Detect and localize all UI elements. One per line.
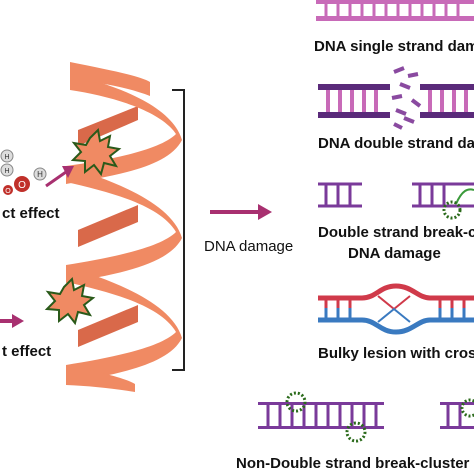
non-double-break-dna bbox=[258, 391, 474, 443]
damage-starburst bbox=[70, 127, 122, 177]
lesion-marker bbox=[442, 200, 462, 220]
damage-starburst bbox=[44, 276, 96, 326]
direct-effect-arrow bbox=[45, 170, 67, 188]
strand-backbone bbox=[420, 84, 474, 90]
double-break-cluster-dna bbox=[318, 182, 474, 220]
double-break-label-line2: DNA damage bbox=[348, 245, 441, 262]
lesion-marker bbox=[345, 421, 367, 443]
indirect-effect-arrowhead bbox=[12, 314, 24, 328]
oxygen-symbol: O bbox=[5, 188, 11, 195]
base-pairs bbox=[446, 405, 462, 426]
double-strand-dna bbox=[318, 66, 474, 130]
direct-effect-label: ct effect bbox=[2, 205, 60, 222]
strand-backbone bbox=[316, 0, 474, 4]
double-strand-label: DNA double strand da bbox=[318, 135, 474, 152]
red-strand bbox=[318, 283, 474, 301]
grouping-bracket bbox=[172, 89, 185, 371]
base-pairs bbox=[324, 184, 352, 206]
lesion-connector bbox=[455, 188, 474, 205]
helix-strand-segment bbox=[66, 365, 135, 392]
broken-fragments bbox=[391, 66, 422, 130]
water-molecule: O H H H O bbox=[0, 149, 47, 195]
strand-backbone bbox=[316, 16, 474, 21]
hydrogen-symbol: H bbox=[4, 168, 9, 175]
helix-strand-segment bbox=[66, 166, 182, 283]
helix-back-strand bbox=[78, 205, 138, 247]
strand-backbone bbox=[440, 402, 474, 405]
lesion-marker bbox=[460, 398, 474, 418]
base-pairs bbox=[418, 184, 446, 206]
bulky-lesion-dna bbox=[318, 283, 474, 335]
direct-effect-arrowhead bbox=[62, 166, 74, 178]
base-pairs-blue bbox=[324, 308, 466, 320]
non-double-break-label: Non-Double strand break-cluster bbox=[236, 455, 470, 472]
hydrogen-atom bbox=[0, 149, 14, 163]
crosslink bbox=[377, 295, 411, 311]
blue-strand bbox=[318, 317, 474, 335]
single-strand-label: DNA single strand dama bbox=[314, 38, 474, 55]
single-strand-dna bbox=[316, 0, 474, 21]
strand-backbone bbox=[420, 112, 474, 118]
helix-back-strand bbox=[78, 305, 138, 347]
strand-backbone bbox=[318, 112, 390, 118]
dna-damage-arrowhead bbox=[258, 204, 272, 220]
crosslink bbox=[377, 307, 411, 323]
indirect-effect-label: t effect bbox=[2, 343, 52, 360]
helix-strand-segment bbox=[70, 62, 150, 96]
dna-helix bbox=[66, 62, 182, 392]
helix-strand-segment bbox=[66, 74, 182, 184]
dna-damage-label: DNA damage bbox=[204, 238, 294, 255]
strand-backbone bbox=[440, 426, 474, 429]
double-break-label-line1: Double strand break-c bbox=[318, 224, 474, 241]
bulky-lesion-label: Bulky lesion with cros bbox=[318, 345, 474, 362]
oxygen-atom bbox=[3, 185, 13, 195]
helix-strand-segment bbox=[66, 266, 182, 383]
hydrogen-atom bbox=[33, 167, 47, 181]
oxygen-symbol: O bbox=[18, 180, 26, 191]
hydrogen-symbol: H bbox=[4, 154, 9, 161]
strand-backbone bbox=[318, 84, 390, 90]
lesion-marker bbox=[285, 391, 307, 413]
oxygen-atom bbox=[14, 176, 30, 192]
base-pairs bbox=[266, 405, 378, 426]
hydrogen-symbol: H bbox=[37, 170, 43, 179]
hydrogen-atom bbox=[0, 163, 14, 177]
base-pairs-red bbox=[324, 298, 466, 308]
strand-backbone bbox=[258, 426, 384, 429]
strand-backbone bbox=[258, 402, 384, 405]
base-pairs bbox=[326, 90, 468, 112]
base-pairs bbox=[324, 4, 460, 16]
